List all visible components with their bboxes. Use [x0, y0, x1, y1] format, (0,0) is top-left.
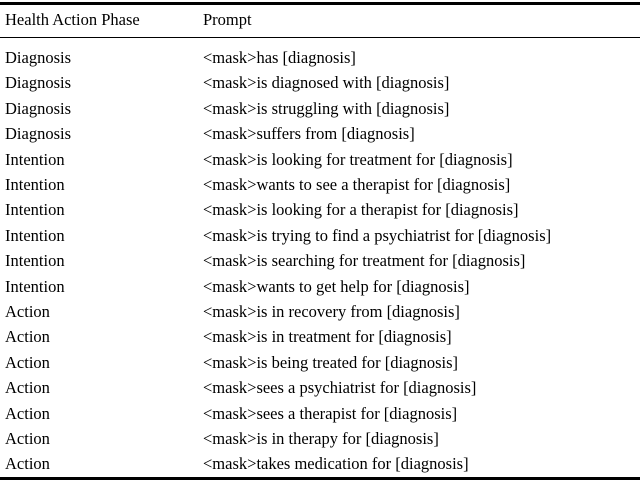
cell-prompt: <mask>is looking for a therapist for [di…: [203, 200, 519, 220]
table-row: Intention <mask>is searching for treatmen…: [0, 248, 640, 273]
cell-health-action-phase: Action: [5, 429, 50, 449]
cell-prompt: <mask>wants to get help for [diagnosis]: [203, 276, 470, 296]
health-action-phase-prompt-table-body: Diagnosis <mask>has [diagnosis] Diagnosis <…: [0, 38, 640, 477]
column-header-health-action-phase: Health Action Phase: [5, 10, 140, 29]
table-row: Diagnosis <mask>is diagnosed with [diagno…: [0, 70, 640, 95]
cell-prompt: <mask>sees a therapist for [diagnosis]: [203, 403, 458, 423]
cell-health-action-phase: Intention: [5, 200, 65, 220]
column-header-prompt: Prompt: [203, 10, 252, 29]
cell-prompt: <mask>has [diagnosis]: [203, 47, 356, 67]
cell-health-action-phase: Action: [5, 327, 50, 347]
table-row: Diagnosis <mask>has [diagnosis]: [0, 45, 640, 70]
cell-health-action-phase: Action: [5, 403, 50, 423]
cell-health-action-phase: Diagnosis: [5, 124, 71, 144]
cell-prompt: <mask>is looking for treatment for [diag…: [203, 149, 513, 169]
table-row: Intention <mask>wants to see a therapist …: [0, 172, 640, 197]
cell-prompt: <mask>is searching for treatment for [di…: [203, 251, 526, 271]
table-row: Action <mask>sees a therapist for [diagno…: [0, 401, 640, 426]
cell-prompt: <mask>takes medication for [diagnosis]: [203, 454, 469, 474]
table-header: Health Action Phase Prompt: [0, 5, 640, 37]
cell-health-action-phase: Intention: [5, 149, 65, 169]
cell-health-action-phase: Intention: [5, 276, 65, 296]
table-header-row: Health Action Phase Prompt: [0, 5, 640, 37]
cell-prompt: <mask>is being treated for [diagnosis]: [203, 352, 459, 372]
table-row: Action <mask>takes medication for [diagno…: [0, 451, 640, 476]
cell-prompt: <mask>is in recovery from [diagnosis]: [203, 301, 460, 321]
table-row: Diagnosis <mask>is struggling with [diagn…: [0, 96, 640, 121]
table-body-top-spacer: [0, 38, 640, 45]
cell-prompt: <mask>sees a psychiatrist for [diagnosis…: [203, 378, 477, 398]
cell-health-action-phase: Diagnosis: [5, 73, 71, 93]
table-top-rule: [0, 2, 640, 5]
table-row: Action <mask>is in therapy for [diagnosis…: [0, 426, 640, 451]
table-row: Diagnosis <mask>suffers from [diagnosis]: [0, 121, 640, 146]
table-row: Intention <mask>is looking for treatment …: [0, 147, 640, 172]
cell-health-action-phase: Diagnosis: [5, 47, 71, 67]
table-row: Action <mask>is being treated for [diagno…: [0, 350, 640, 375]
cell-health-action-phase: Intention: [5, 225, 65, 245]
health-action-phase-prompt-table: Health Action Phase Prompt: [0, 5, 640, 37]
cell-prompt: <mask>is trying to find a psychiatrist f…: [203, 225, 552, 245]
cell-prompt: <mask>is struggling with [diagnosis]: [203, 98, 450, 118]
cell-health-action-phase: Action: [5, 378, 50, 398]
table-row: Intention <mask>is looking for a therapis…: [0, 197, 640, 222]
table-row: Intention <mask>wants to get help for [di…: [0, 274, 640, 299]
table-row: Intention <mask>is trying to find a psych…: [0, 223, 640, 248]
cell-health-action-phase: Action: [5, 301, 50, 321]
cell-prompt: <mask>is diagnosed with [diagnosis]: [203, 73, 450, 93]
table-header-rule: [0, 36, 640, 38]
cell-prompt: <mask>is in treatment for [diagnosis]: [203, 327, 452, 347]
cell-health-action-phase: Diagnosis: [5, 98, 71, 118]
cell-prompt: <mask>suffers from [diagnosis]: [203, 124, 415, 144]
table-row: Action <mask>is in recovery from [diagnos…: [0, 299, 640, 324]
cell-health-action-phase: Action: [5, 352, 50, 372]
cell-health-action-phase: Intention: [5, 251, 65, 271]
cell-health-action-phase: Action: [5, 454, 50, 474]
cell-prompt: <mask>wants to see a therapist for [diag…: [203, 174, 511, 194]
cell-prompt: <mask>is in therapy for [diagnosis]: [203, 429, 439, 449]
table-row: Action <mask>sees a psychiatrist for [dia…: [0, 375, 640, 400]
table-bottom-rule: [0, 476, 640, 480]
cell-health-action-phase: Intention: [5, 174, 65, 194]
table-row: Action <mask>is in treatment for [diagnos…: [0, 324, 640, 349]
table-body: Diagnosis <mask>has [diagnosis] Diagnosis <…: [0, 38, 640, 477]
